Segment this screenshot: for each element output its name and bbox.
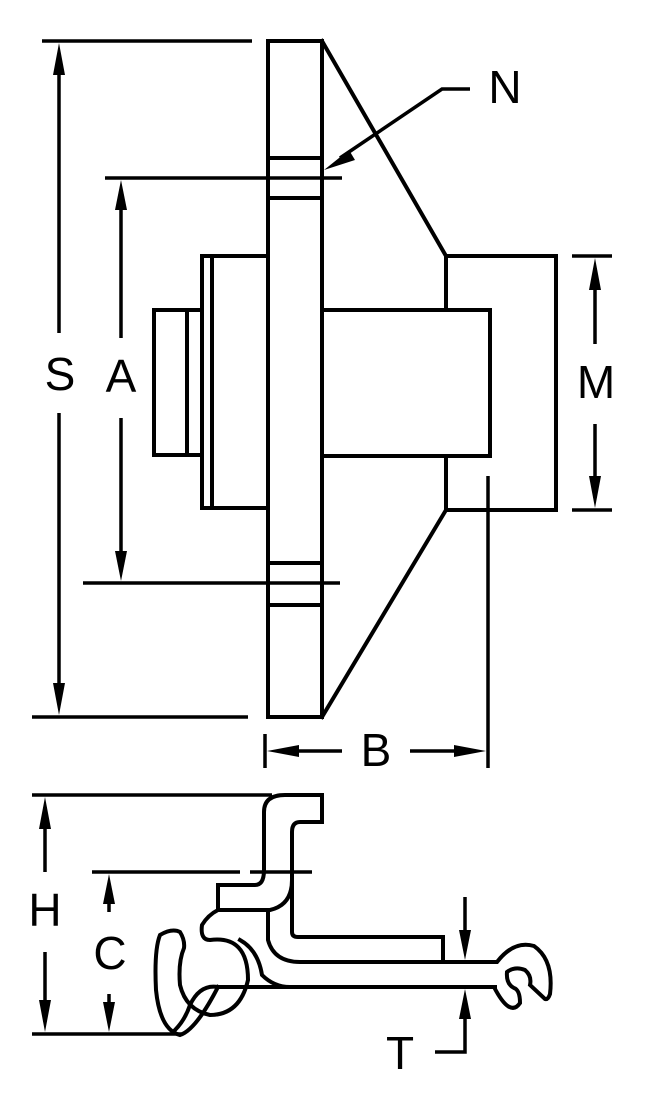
label-c: C xyxy=(93,927,126,979)
arrow-up-icon xyxy=(39,797,51,829)
clip-outer-contour xyxy=(172,793,553,1033)
taper-upper xyxy=(319,38,448,312)
clip-hook xyxy=(153,793,324,1038)
clip-profile-view xyxy=(153,793,553,1038)
label-t: T xyxy=(386,1027,414,1079)
arrow-up-icon xyxy=(53,43,65,75)
label-n: N xyxy=(488,61,521,113)
dimension-h: H xyxy=(28,793,272,1036)
arrow-down-icon xyxy=(103,1002,115,1032)
label-a: A xyxy=(106,350,137,402)
dimension-line xyxy=(435,999,467,1054)
label-m: M xyxy=(577,356,615,408)
arrow-right-icon xyxy=(454,745,486,757)
flange-plate xyxy=(266,39,324,719)
clip-socket-curve xyxy=(237,937,293,990)
inner-hub xyxy=(320,308,492,458)
label-b: B xyxy=(361,724,392,776)
leader-n: N xyxy=(324,61,522,170)
dimension-a: A xyxy=(83,176,342,585)
label-s: S xyxy=(45,348,76,400)
hub-box xyxy=(444,254,558,512)
arrow-down-icon xyxy=(53,683,65,715)
clip-inner-contour xyxy=(216,877,295,912)
dimension-m: M xyxy=(572,254,615,512)
arrow-up-icon xyxy=(459,989,471,1019)
leader-line xyxy=(339,87,470,160)
clip-inner-web xyxy=(266,908,445,964)
arrow-down-icon xyxy=(589,476,601,508)
flange-housing-view xyxy=(152,38,558,720)
left-boss xyxy=(152,308,204,457)
dimension-t: T xyxy=(386,897,471,1079)
dimension-c: C xyxy=(92,870,312,1032)
arrow-up-icon xyxy=(589,258,601,290)
taper-lower xyxy=(319,456,448,720)
arrow-up-icon xyxy=(115,180,127,210)
arrow-left-icon xyxy=(267,745,299,757)
arrow-up-icon xyxy=(103,874,115,904)
dimension-b: B xyxy=(263,476,490,776)
label-h: H xyxy=(28,884,61,936)
arrow-down-icon xyxy=(459,930,471,960)
dimension-s: S xyxy=(32,39,252,719)
arrow-down-icon xyxy=(115,551,127,581)
arrow-down-icon xyxy=(39,1000,51,1032)
arrow-icon xyxy=(324,150,355,170)
left-collar xyxy=(200,254,270,510)
